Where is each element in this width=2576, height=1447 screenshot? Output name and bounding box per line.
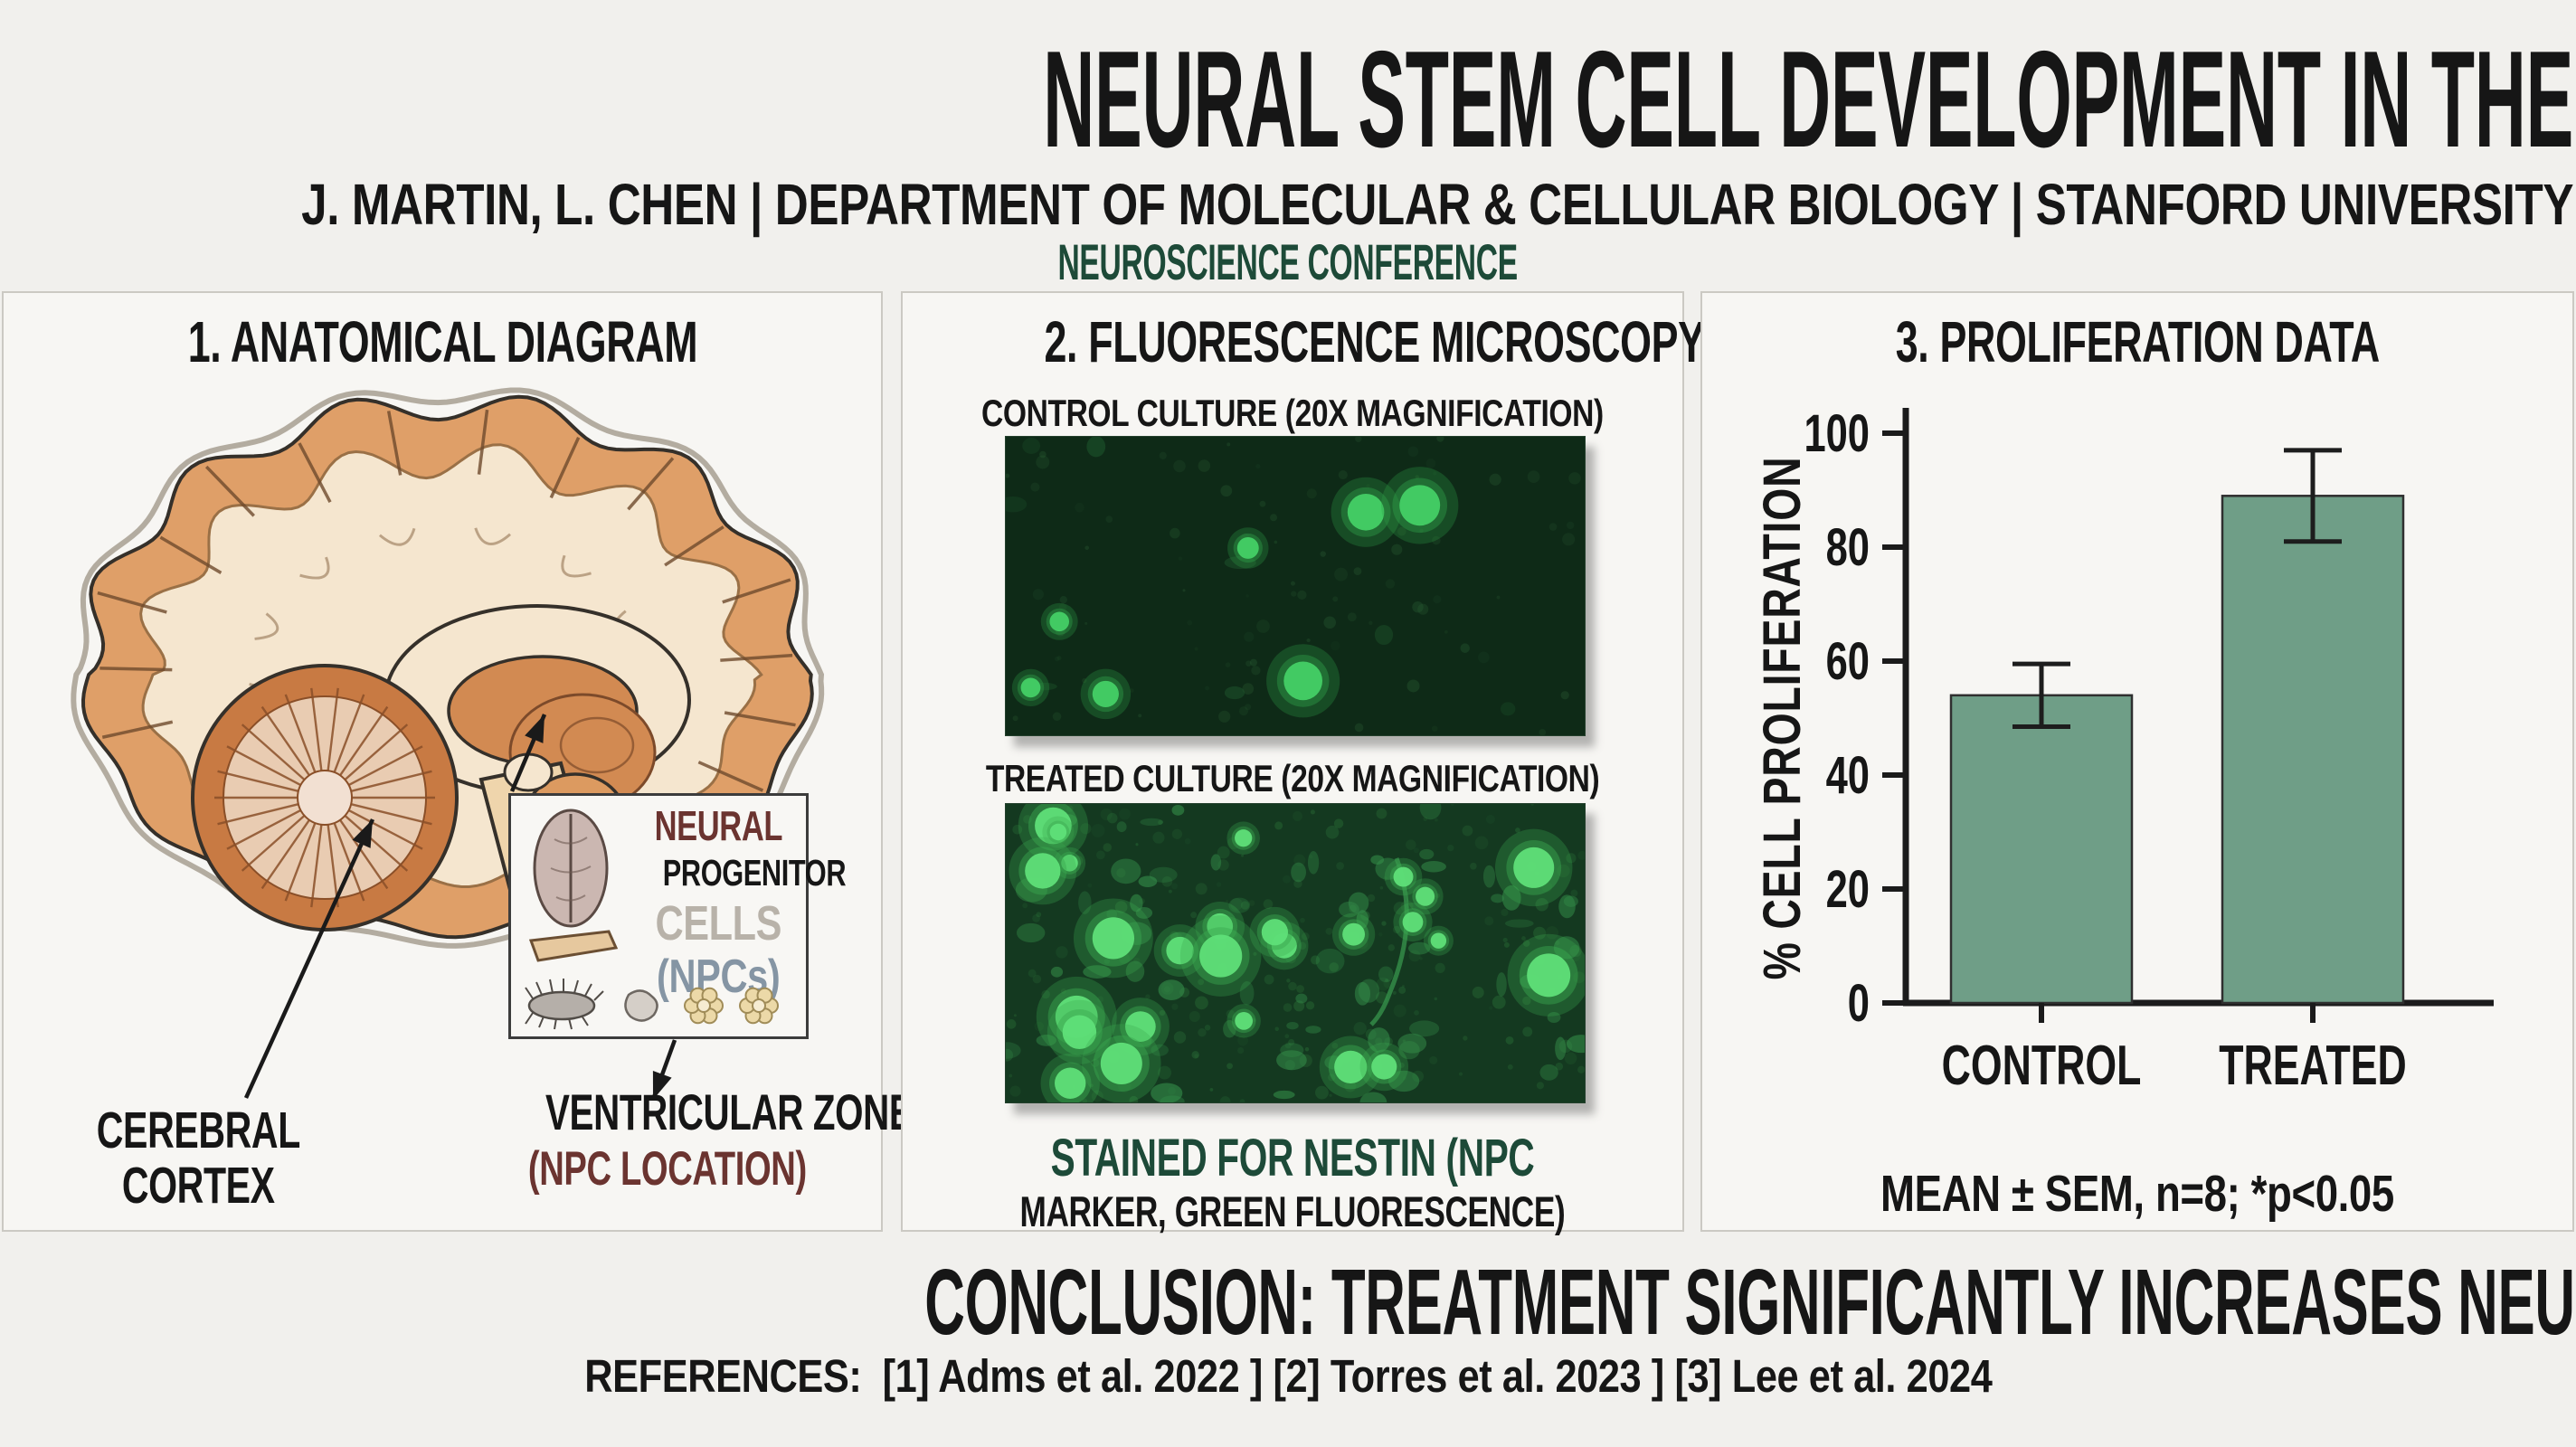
conclusion-text: CONCLUSION: TREATMENT SIGNIFICANTLY INCR… xyxy=(924,1250,2576,1354)
vz-label-line2: (NPC LOCATION) xyxy=(527,1142,807,1196)
inset-line-progenitor: PROGENITOR xyxy=(662,852,847,894)
control-culture-micrograph xyxy=(1005,436,1586,736)
y-tick-label: 20 xyxy=(1826,860,1870,918)
y-axis-label: % CELL PROLIFERATION xyxy=(1753,457,1812,980)
references-label: REFERENCES: xyxy=(583,1350,861,1402)
panel-anatomical-diagram: 1. ANATOMICAL DIAGRAM CEREBRAL CORTEX NE… xyxy=(2,291,914,1232)
y-tick-label: 100 xyxy=(1804,404,1870,462)
header: NEURAL STEM CELL DEVELOPMENT IN THE CERE… xyxy=(0,31,2576,168)
panel2-heading: 2. FLUORESCENCE MICROSCOPY xyxy=(1044,309,1705,374)
elongated-cell-icon xyxy=(528,930,619,962)
y-tick-label: 80 xyxy=(1826,518,1870,576)
cerebral-cortex-label: CEREBRAL CORTEX xyxy=(49,1105,347,1212)
npc-cell-icons-column xyxy=(528,809,619,962)
panel1-heading: 1. ANATOMICAL DIAGRAM xyxy=(187,309,697,374)
flower-cell-icon-1 xyxy=(684,987,724,1025)
y-tick-label: 0 xyxy=(1848,974,1870,1032)
x-category-label: CONTROL xyxy=(1942,1035,2142,1097)
chart-note: MEAN ± SEM, n=8; *p<0.05 xyxy=(1880,1165,2394,1223)
cerebral-cortex-arrow xyxy=(243,818,375,1099)
stain-caption-line1: STAINED FOR NESTIN (NPC xyxy=(1050,1129,1535,1187)
proliferation-bar-chart: 0 20 40 60 80 100% CELL PROLIFERATION CONTROL T… xyxy=(1753,404,2494,1097)
flower-cell-icon-2 xyxy=(739,987,779,1025)
bar-control xyxy=(1949,694,2134,1005)
inset-line-cells: CELLS xyxy=(655,896,781,950)
inset-line-neural: NEURAL xyxy=(654,802,782,849)
annotation-arrows xyxy=(243,714,677,1101)
bar-treated xyxy=(2221,495,2405,1005)
spiky-cell-icon xyxy=(525,979,604,1030)
poster-byline: J. MARTIN, L. CHEN | DEPARTMENT OF MOLEC… xyxy=(301,172,2576,237)
y-tick-label: 60 xyxy=(1826,632,1870,690)
panel-fluorescence-microscopy: 2. FLUORESCENCE MICROSCOPY CONTROL CULTU… xyxy=(901,291,1705,1235)
references-line: REFERENCES: [1] Adms et al. 2022 ] [2] T… xyxy=(0,1353,2576,1399)
blob-cell-icon xyxy=(624,989,658,1022)
panel-proliferation-data: 3. PROLIFERATION DATA 0 20 40 60 80 100% CELL… xyxy=(1700,291,2574,1232)
panel3-heading: 3. PROLIFERATION DATA xyxy=(1895,309,2380,374)
cerebral-cortex-label-line2: CORTEX xyxy=(121,1157,275,1215)
y-tick-label: 40 xyxy=(1826,746,1870,804)
poster-title: NEURAL STEM CELL DEVELOPMENT IN THE CERE… xyxy=(1043,23,2576,176)
npc-inset-box: NEURAL PROGENITOR CELLS (NPCs) xyxy=(508,793,847,1039)
npc-inset-text: NEURAL PROGENITOR CELLS (NPCs) xyxy=(632,802,846,1000)
npc-cell-icons-row xyxy=(525,979,779,1030)
conference-name: NEUROSCIENCE CONFERENCE xyxy=(1057,233,1519,290)
vz-label-line1: VENTRICULAR ZONE xyxy=(545,1083,914,1140)
cerebral-cortex-label-line1: CEREBRAL xyxy=(96,1102,300,1159)
treated-culture-caption: TREATED CULTURE (20X MAGNIFICATION) xyxy=(985,757,1600,799)
control-culture-caption: CONTROL CULTURE (20X MAGNIFICATION) xyxy=(981,392,1604,434)
stain-caption-line2: MARKER, GREEN FLUORESCENCE) xyxy=(1019,1187,1566,1235)
ventricular-zone-label: VENTRICULAR ZONE (NPC LOCATION) xyxy=(474,1087,914,1196)
x-category-label: TREATED xyxy=(2219,1035,2406,1097)
treated-culture-micrograph xyxy=(1005,803,1586,1103)
references-text: [1] Adms et al. 2022 ] [2] Torres et al.… xyxy=(882,1350,1993,1402)
